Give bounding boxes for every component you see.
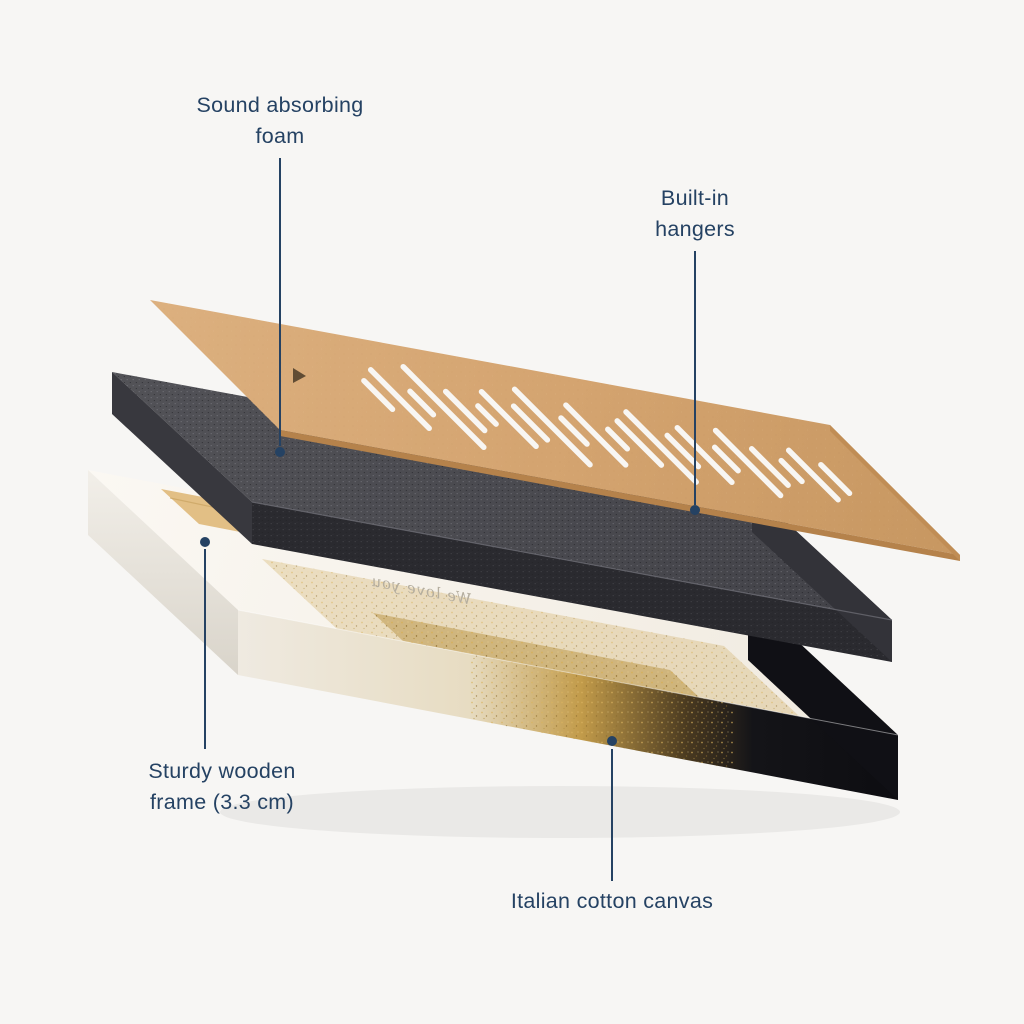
soundwave-panel-layer (150, 300, 960, 561)
foam-left-end-face (112, 372, 252, 544)
soundwave-slit (478, 388, 539, 450)
play-triangle-mark (293, 368, 306, 383)
foam-front-edge-highlight (251, 501, 893, 621)
callout-dot-frame (200, 537, 210, 547)
frame-front-glitter (469, 654, 733, 769)
soundwave-slit (712, 427, 784, 499)
soundwave-slit (623, 409, 699, 485)
label-italian-cotton-canvas: Italian cotton canvas (510, 889, 714, 913)
soundwave-slit (475, 403, 499, 427)
callout-dot-foam (275, 447, 285, 457)
soundwave-slit (785, 447, 841, 503)
frame-left-end-face (88, 470, 238, 675)
leader-line-foam (279, 158, 281, 446)
soundwave-slit (407, 388, 437, 418)
soundwave-slit (400, 363, 487, 451)
frame-right-end-face (748, 595, 898, 800)
soundwave-slit (563, 402, 629, 468)
soundwave-slit (605, 426, 631, 452)
canvas-frame-layer: We love you (88, 470, 899, 800)
glitter-dense-speckle (373, 613, 700, 698)
leader-line-canvas (611, 749, 613, 881)
soundwave-slit (510, 403, 551, 443)
soundwave-slit (442, 388, 488, 434)
leader-line-hangers (694, 251, 696, 505)
ground-shadow (220, 786, 900, 838)
label-built-in-hangers: Built-in hangers (655, 186, 735, 241)
soundwave-slit (748, 446, 791, 488)
soundwave-slit (664, 432, 702, 470)
soundwave-slit (674, 424, 735, 486)
soundwave-slit (614, 418, 665, 468)
frame-front-edge-highlight (237, 609, 899, 736)
panel-front-edge (280, 430, 960, 561)
soundwave-slit (367, 367, 432, 432)
foam-right-end-face (752, 490, 892, 662)
soundwave-slit (511, 386, 593, 468)
soundwave-slit (361, 377, 396, 413)
soundwave-slit (711, 444, 741, 474)
soundwave-slit (818, 461, 853, 497)
soundwave-slit (558, 415, 590, 447)
label-sound-absorbing-foam: Sound absorbing foam (196, 93, 364, 148)
panel-right-edge (830, 425, 960, 561)
leader-line-frame (204, 549, 206, 749)
callout-dot-hangers (690, 505, 700, 515)
soundwave-slit (778, 457, 805, 485)
foam-front-speckle (252, 502, 892, 662)
callout-dot-canvas (607, 736, 617, 746)
soundwave-slits (361, 363, 853, 503)
label-sturdy-wooden-frame: Sturdy wooden frame (3.3 cm) (148, 759, 296, 814)
